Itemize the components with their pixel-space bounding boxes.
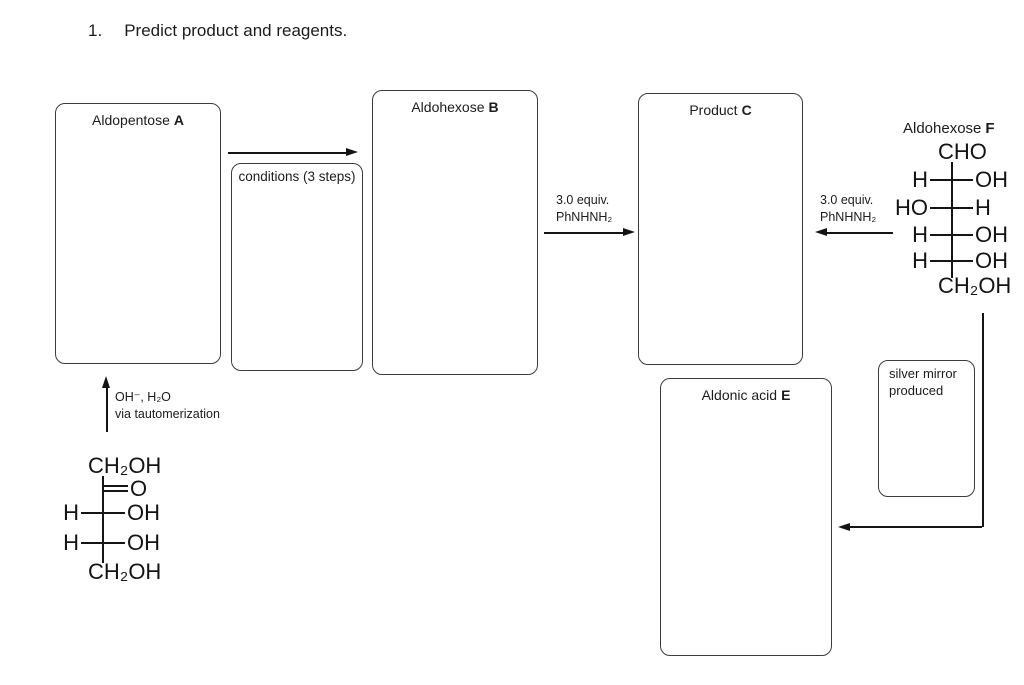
aldohexose-f-top-group: CHO xyxy=(938,139,987,164)
question-text: Predict product and reagents. xyxy=(124,21,348,40)
aldohexose-f-title-name: Aldohexose xyxy=(903,120,982,137)
aldohexose-f-bottom-group: CH₂OH xyxy=(938,273,1012,298)
question-number: 1. xyxy=(88,21,103,40)
f-to-c-reagent-label: 3.0 equiv. PhNHNH₂ xyxy=(820,192,876,225)
box-aldonic-acid-e-name: Aldonic acid xyxy=(701,387,778,403)
tautomerization-label: OH⁻, H₂O via tautomerization xyxy=(115,389,220,422)
box-aldopentose-a-letter: A xyxy=(173,112,184,128)
fischer-row-left-label: H xyxy=(63,530,79,555)
fischer-row-bond-line xyxy=(930,179,973,181)
fischer-row-right-label: OH xyxy=(127,500,160,525)
fischer-row-right-label: H xyxy=(975,195,991,220)
ketopentose-structure: CH₂OH O H OH H OH CH₂OH xyxy=(60,450,185,590)
ketopentose-carbonyl-oxygen: O xyxy=(130,476,148,501)
box-product-c-letter: C xyxy=(741,102,752,118)
arrow-a-to-b-head-icon xyxy=(346,148,358,157)
aldohexose-f-backbone-line xyxy=(951,162,953,278)
f-to-c-reagent-line2: PhNHNH₂ xyxy=(820,209,877,224)
connector-f-to-e-head-icon xyxy=(838,522,850,531)
box-aldopentose-a-name: Aldopentose xyxy=(92,112,170,128)
arrow-tautomerization-line xyxy=(106,387,108,432)
fischer-row-bond-line xyxy=(930,234,973,236)
silver-mirror-line2: produced xyxy=(889,382,944,398)
fischer-row-bond-line xyxy=(930,260,973,262)
fischer-row-right-label: OH xyxy=(975,248,1008,273)
fischer-row-right-label: OH xyxy=(975,222,1008,247)
fischer-row-left-label: HO xyxy=(895,195,928,220)
arrow-b-to-c-head-icon xyxy=(623,228,635,237)
b-to-c-reagent-line1: 3.0 equiv. xyxy=(556,193,610,207)
ketopentose-backbone-line xyxy=(102,476,104,563)
tautomerization-line2: via tautomerization xyxy=(115,406,220,421)
box-conditions-label: conditions (3 steps) xyxy=(238,169,356,184)
question-title: 1. Predict product and reagents. xyxy=(88,21,347,41)
box-aldonic-acid-e-letter: E xyxy=(781,387,791,403)
box-product-c-name: Product xyxy=(689,102,738,118)
arrow-tautomerization-head-icon xyxy=(102,376,111,388)
box-aldohexose-b-letter: B xyxy=(488,99,499,115)
box-silver-mirror-label: silver mirror produced xyxy=(889,366,974,399)
fischer-row-left-label: H xyxy=(912,248,928,273)
ketopentose-carbonyl-bond-upper xyxy=(104,485,128,487)
connector-f-to-e-vertical-line xyxy=(982,313,984,527)
fischer-row-left-label: H xyxy=(63,500,79,525)
ketopentose-carbonyl-bond-lower xyxy=(104,490,128,492)
fischer-row-right-label: OH xyxy=(975,167,1008,192)
ketopentose-top-group: CH₂OH xyxy=(88,453,162,478)
fischer-row-bond-line xyxy=(81,542,125,544)
fischer-row-bond-line xyxy=(81,512,125,514)
b-to-c-reagent-line2: PhNHNH₂ xyxy=(556,209,613,224)
arrow-f-to-c-head-icon xyxy=(815,228,827,237)
tautomerization-line1: OH⁻, H₂O xyxy=(115,390,171,404)
fischer-row-left-label: H xyxy=(912,222,928,247)
fischer-row-right-label: OH xyxy=(127,530,160,555)
fischer-row-bond-line xyxy=(930,207,973,209)
b-to-c-reagent-label: 3.0 equiv. PhNHNH₂ xyxy=(556,192,612,225)
connector-f-to-e-horizontal-line xyxy=(849,526,982,528)
box-aldohexose-b-name: Aldohexose xyxy=(411,99,485,115)
arrow-f-to-c-line xyxy=(827,232,893,234)
fischer-row-left-label: H xyxy=(912,167,928,192)
arrow-a-to-b-line xyxy=(228,152,346,154)
ketopentose-bottom-group: CH₂OH xyxy=(88,559,162,584)
arrow-b-to-c-line xyxy=(544,232,623,234)
f-to-c-reagent-line1: 3.0 equiv. xyxy=(820,193,874,207)
box-silver-mirror: silver mirror produced xyxy=(878,360,975,497)
aldohexose-f-title-letter: F xyxy=(985,120,995,137)
box-conditions: conditions (3 steps) xyxy=(231,163,363,371)
silver-mirror-line1: silver mirror xyxy=(889,366,957,381)
